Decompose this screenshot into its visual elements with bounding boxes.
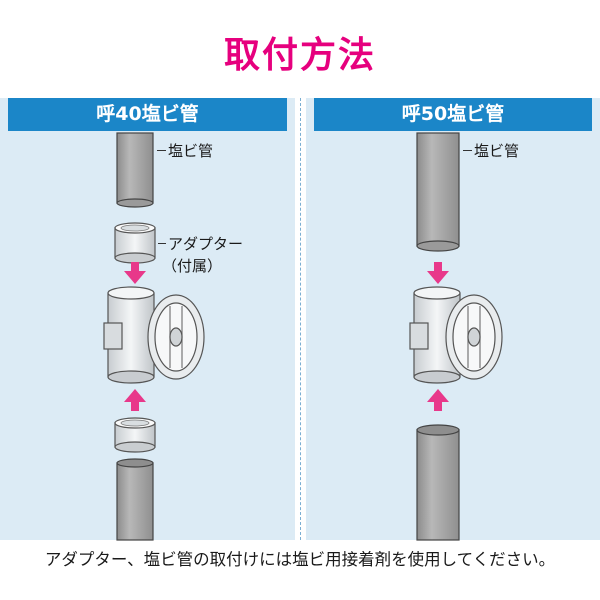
right-pipe-label: 塩ビ管 [474, 142, 520, 160]
panel-divider [300, 98, 301, 540]
left-adapter-note: （付属） [162, 257, 223, 275]
left-adapter-top [114, 222, 156, 264]
right-bottom-pipe [416, 429, 460, 541]
left-pipe-label: 塩ビ管 [168, 142, 214, 160]
right-trap-fitting [409, 286, 503, 384]
right-arrow-down [427, 262, 449, 284]
right-top-pipe-end [416, 240, 460, 252]
left-bottom-pipe [116, 462, 154, 541]
left-arrow-up [124, 389, 146, 411]
right-pipe-leader [463, 150, 472, 151]
right-top-pipe [416, 132, 460, 247]
right-arrow-up [427, 389, 449, 411]
left-pipe-leader [157, 150, 166, 151]
left-arrow-down [124, 262, 146, 284]
left-adapter-leader [158, 243, 166, 244]
page-title: 取付方法 [223, 35, 376, 76]
left-adapter-label: アダプター [168, 235, 244, 253]
left-top-pipe-end [116, 198, 154, 208]
right-panel-header: 呼50塩ビ管 [314, 98, 592, 131]
left-top-pipe [116, 132, 154, 204]
left-adapter-bottom [114, 417, 156, 453]
right-bottom-pipe-end [416, 424, 460, 436]
left-trap-fitting [103, 286, 205, 384]
footer-note: アダプター、塩ビ管の取付けには塩ビ用接着剤を使用してください。 [44, 550, 556, 569]
left-panel-header: 呼40塩ビ管 [8, 98, 287, 131]
left-bottom-pipe-end [116, 458, 154, 468]
